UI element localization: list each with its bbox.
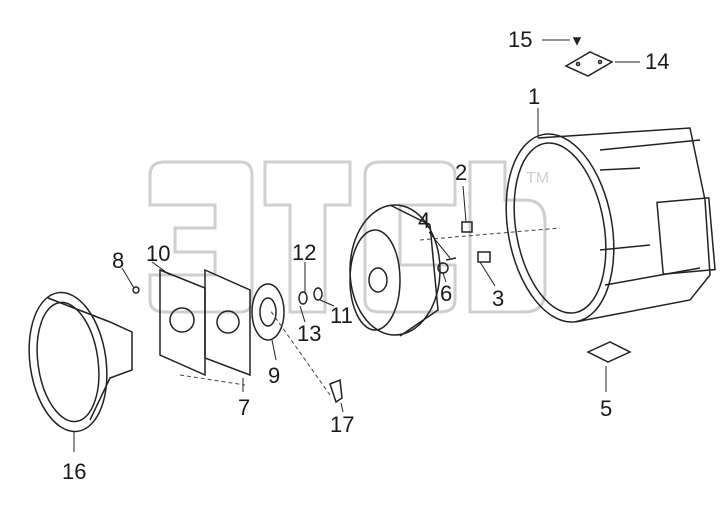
callout-1: 1 bbox=[528, 84, 541, 109]
callout-17: 17 bbox=[330, 412, 355, 437]
part-3-pin bbox=[477, 251, 491, 263]
callout-12: 12 bbox=[292, 240, 317, 265]
callout-8: 8 bbox=[112, 248, 125, 273]
callout-15: 15 bbox=[508, 27, 533, 52]
watermark-tm-mark: TM bbox=[526, 170, 549, 187]
callout-6: 6 bbox=[440, 281, 453, 306]
callout-10: 10 bbox=[146, 241, 171, 266]
callout-5: 5 bbox=[600, 396, 613, 421]
small-fasteners bbox=[437, 221, 491, 274]
part-14-cover-plate bbox=[564, 51, 614, 77]
callout-14: 14 bbox=[645, 49, 670, 74]
part-4-pin bbox=[445, 257, 457, 261]
part-16-bell-housing bbox=[28, 291, 133, 433]
part-1-housing bbox=[505, 127, 716, 323]
callout-9: 9 bbox=[268, 363, 281, 388]
callout-4: 4 bbox=[418, 208, 431, 233]
callout-13: 13 bbox=[297, 321, 322, 346]
callout-11: 11 bbox=[330, 303, 353, 328]
part-9-flange bbox=[251, 283, 285, 341]
leader-lines bbox=[73, 39, 640, 452]
assembly-axes bbox=[179, 227, 561, 396]
part-2-bolt bbox=[461, 221, 473, 233]
torque-converter bbox=[349, 204, 441, 337]
part-15-screw bbox=[572, 37, 582, 46]
callout-2: 2 bbox=[455, 160, 468, 185]
part-7-plates bbox=[159, 268, 251, 377]
rings-11-12-13 bbox=[298, 287, 323, 305]
part-17-bolt bbox=[329, 378, 343, 404]
part-5-bottom-plate bbox=[586, 341, 632, 363]
watermark-logo bbox=[148, 160, 547, 314]
callout-3: 3 bbox=[492, 286, 505, 311]
part-8-screw bbox=[132, 286, 140, 294]
callout-16: 16 bbox=[62, 459, 87, 484]
callout-7: 7 bbox=[238, 395, 251, 420]
